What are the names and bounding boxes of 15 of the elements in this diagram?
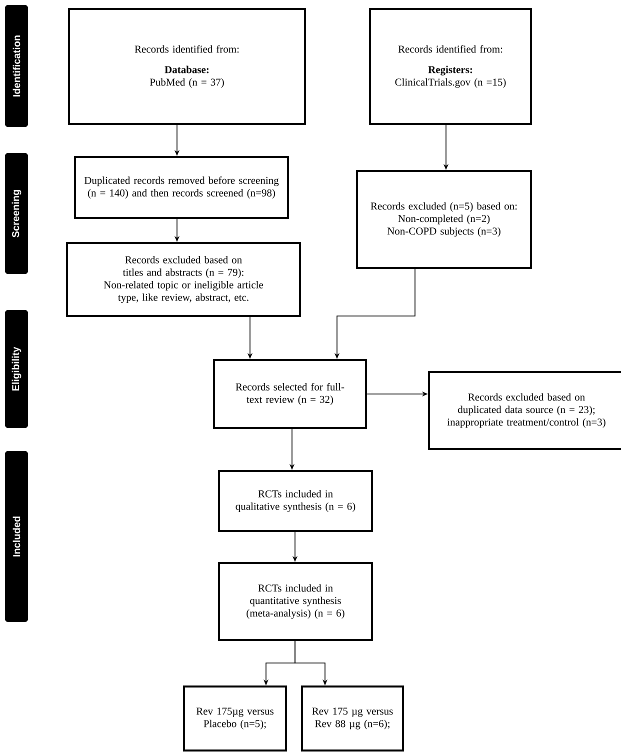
process-box: RCTs included in quantitative synthesis (meta-analysis) (n = 6): [218, 562, 373, 641]
stage-band: Included: [5, 451, 28, 622]
process-box: Records identified from: Database: PubMed (n = 37): [68, 8, 306, 125]
process-box: Records selected for full-text review (n = 32): [213, 359, 367, 429]
process-box: Records excluded (n=5) based on: Non-completed (n=2) Non-COPD subjects (n=3): [356, 170, 532, 269]
process-box: Rev 175µg versus Placebo (n=5);: [183, 686, 287, 752]
stage-band: Screening: [5, 153, 28, 274]
process-box: RCTs included in qualitative synthesis (n = 6): [218, 470, 373, 532]
process-box: Rev 175 µg versus Rev 88 µg (n=6);: [301, 686, 404, 752]
stage-band: Eligibility: [5, 310, 28, 428]
stage-band: Identification: [5, 5, 28, 127]
process-box: Duplicated records removed before screening (n = 140) and then records screened (n=98): [74, 156, 289, 219]
process-box: Records excluded based on titles and abstracts (n = 79): Non-related topic or ineligible article type, like review, abstract, etc.: [66, 242, 301, 317]
process-box: Records excluded based on duplicated data source (n = 23); inappropriate treatment/control (n=3): [428, 371, 621, 450]
process-box: Records identified from: Registers: ClinicalTrials.gov (n =15): [369, 8, 532, 125]
